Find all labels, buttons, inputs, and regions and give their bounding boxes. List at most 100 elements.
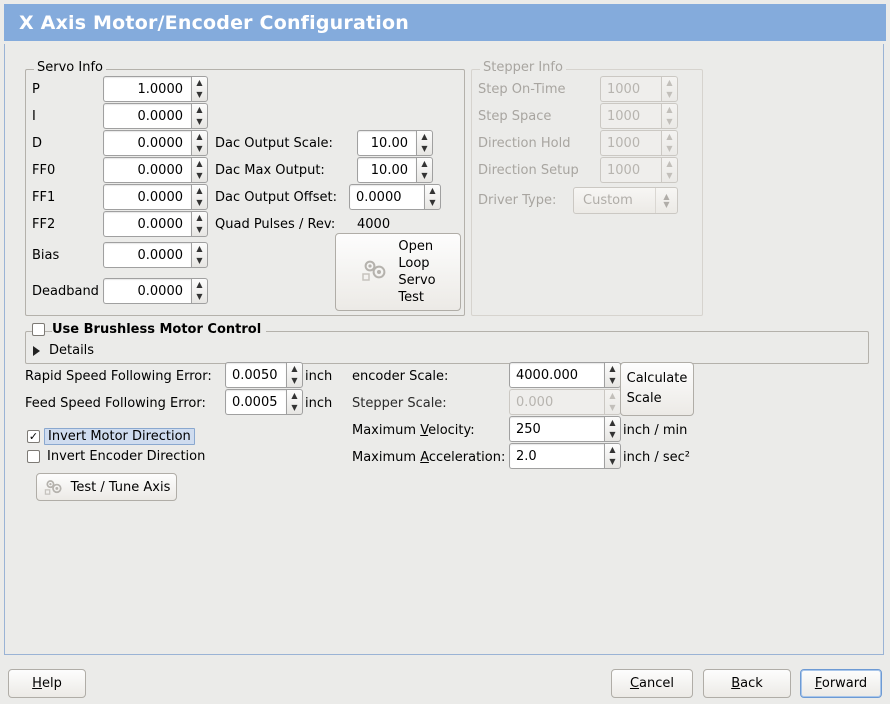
spin-down-icon[interactable]: ▼ [196,117,203,126]
use-brushless-checkbox[interactable] [32,323,45,336]
maximum-acceleration-spinner[interactable]: 2.0 ▲ ▼ [509,443,621,469]
servo-deadband-value[interactable]: 0.0000 [103,278,191,304]
cancel-button[interactable]: Cancel [611,669,693,698]
spin-down-icon[interactable]: ▼ [196,225,203,234]
dac-output-scale-stepper[interactable]: ▲ ▼ [416,130,433,156]
servo-ff1-stepper[interactable]: ▲ ▼ [191,184,208,210]
spin-up-icon[interactable]: ▲ [196,244,203,253]
spin-down-icon: ▼ [666,144,673,153]
spin-down-icon[interactable]: ▼ [609,376,616,385]
invert-encoder-direction-checkbox[interactable] [27,450,40,463]
rapid-following-error-stepper[interactable]: ▲ ▼ [286,362,303,388]
servo-p-value[interactable]: 1.0000 [103,76,191,102]
dac-max-output-spinner[interactable]: 10.00 ▲ ▼ [357,157,433,183]
spin-down-icon[interactable]: ▼ [196,292,203,301]
invert-encoder-direction-row[interactable]: Invert Encoder Direction [27,449,205,464]
servo-ff2-value[interactable]: 0.0000 [103,211,191,237]
forward-button[interactable]: Forward [800,669,882,698]
spin-up-icon[interactable]: ▲ [421,159,428,168]
use-brushless-motor-control-row[interactable]: Use Brushless Motor Control [32,322,267,337]
servo-ff2-spinner[interactable]: 0.0000 ▲ ▼ [103,211,208,237]
servo-ff0-stepper[interactable]: ▲ ▼ [191,157,208,183]
servo-d-value[interactable]: 0.0000 [103,130,191,156]
servo-i-stepper[interactable]: ▲ ▼ [191,103,208,129]
encoder-scale-stepper[interactable]: ▲ ▼ [604,362,621,388]
servo-ff0-value[interactable]: 0.0000 [103,157,191,183]
spin-up-icon[interactable]: ▲ [196,105,203,114]
servo-i-spinner[interactable]: 0.0000 ▲ ▼ [103,103,208,129]
test-tune-axis-button[interactable]: Test / Tune Axis [36,473,177,501]
spin-down-icon[interactable]: ▼ [609,457,616,466]
servo-d-spinner[interactable]: 0.0000 ▲ ▼ [103,130,208,156]
spin-down-icon[interactable]: ▼ [421,171,428,180]
spin-up-icon[interactable]: ▲ [196,280,203,289]
feed-following-error-value[interactable]: 0.0005 [225,389,286,415]
servo-ff2-stepper[interactable]: ▲ ▼ [191,211,208,237]
encoder-scale-spinner[interactable]: 4000.000 ▲ ▼ [509,362,621,388]
spin-up-icon[interactable]: ▲ [196,213,203,222]
maximum-acceleration-label: Maximum Acceleration: [352,450,506,465]
invert-motor-direction-checkbox[interactable]: ✓ [27,430,40,443]
maximum-velocity-value[interactable]: 250 [509,416,604,442]
spin-down-icon[interactable]: ▼ [291,403,298,412]
servo-bias-spinner[interactable]: 0.0000 ▲ ▼ [103,242,208,268]
spin-down-icon[interactable]: ▼ [196,144,203,153]
dac-output-offset-spinner[interactable]: 0.0000 ▲ ▼ [349,184,441,210]
servo-bias-value[interactable]: 0.0000 [103,242,191,268]
spin-up-icon[interactable]: ▲ [291,364,298,373]
dac-output-offset-stepper[interactable]: ▲ ▼ [424,184,441,210]
servo-d-stepper[interactable]: ▲ ▼ [191,130,208,156]
servo-bias-stepper[interactable]: ▲ ▼ [191,242,208,268]
triangle-right-icon[interactable] [33,345,40,356]
spin-up-icon[interactable]: ▲ [609,418,616,427]
servo-ff1-value[interactable]: 0.0000 [103,184,191,210]
encoder-scale-value[interactable]: 4000.000 [509,362,604,388]
maximum-velocity-stepper[interactable]: ▲ ▼ [604,416,621,442]
dac-output-offset-value[interactable]: 0.0000 [349,184,424,210]
spin-down-icon[interactable]: ▼ [291,376,298,385]
spin-down-icon[interactable]: ▼ [609,430,616,439]
feed-following-error-spinner[interactable]: 0.0005 ▲ ▼ [225,389,303,415]
spin-up-icon[interactable]: ▲ [196,78,203,87]
rapid-following-error-spinner[interactable]: 0.0050 ▲ ▼ [225,362,303,388]
maximum-acceleration-stepper[interactable]: ▲ ▼ [604,443,621,469]
spin-down-icon[interactable]: ▼ [421,144,428,153]
spin-down-icon[interactable]: ▼ [196,90,203,99]
dac-output-scale-value[interactable]: 10.00 [357,130,416,156]
spin-up-icon[interactable]: ▲ [196,132,203,141]
servo-i-value[interactable]: 0.0000 [103,103,191,129]
help-button[interactable]: Help [8,669,86,698]
spin-down-icon[interactable]: ▼ [196,198,203,207]
open-loop-servo-test-button[interactable]: Open Loop Servo Test [335,233,461,311]
spin-up-icon[interactable]: ▲ [421,132,428,141]
step-on-time-stepper: ▲ ▼ [661,76,678,102]
direction-setup-stepper: ▲ ▼ [661,157,678,183]
servo-deadband-spinner[interactable]: 0.0000 ▲ ▼ [103,278,208,304]
servo-p-spinner[interactable]: 1.0000 ▲ ▼ [103,76,208,102]
spin-up-icon[interactable]: ▲ [429,186,436,195]
servo-ff0-spinner[interactable]: 0.0000 ▲ ▼ [103,157,208,183]
spin-down-icon[interactable]: ▼ [196,171,203,180]
maximum-acceleration-value[interactable]: 2.0 [509,443,604,469]
maximum-velocity-spinner[interactable]: 250 ▲ ▼ [509,416,621,442]
servo-deadband-stepper[interactable]: ▲ ▼ [191,278,208,304]
spin-down-icon[interactable]: ▼ [196,256,203,265]
spin-up-icon[interactable]: ▲ [609,445,616,454]
dac-max-output-value[interactable]: 10.00 [357,157,416,183]
spin-up-icon[interactable]: ▲ [609,364,616,373]
calculate-scale-button[interactable]: Calculate Scale [620,362,694,416]
servo-p-stepper[interactable]: ▲ ▼ [191,76,208,102]
dac-output-scale-spinner[interactable]: 10.00 ▲ ▼ [357,130,433,156]
spin-up-icon[interactable]: ▲ [196,186,203,195]
servo-ff1-spinner[interactable]: 0.0000 ▲ ▼ [103,184,208,210]
details-expander[interactable]: Details [33,343,94,358]
rapid-following-error-value[interactable]: 0.0050 [225,362,286,388]
dac-max-output-stepper[interactable]: ▲ ▼ [416,157,433,183]
spin-down-icon[interactable]: ▼ [429,198,436,207]
spin-up-icon[interactable]: ▲ [196,159,203,168]
spin-up-icon[interactable]: ▲ [291,391,298,400]
invert-motor-direction-row[interactable]: ✓ Invert Motor Direction [27,428,195,445]
back-button[interactable]: Back [703,669,791,698]
servo-label-bias: Bias [32,248,60,263]
feed-following-error-stepper[interactable]: ▲ ▼ [286,389,303,415]
